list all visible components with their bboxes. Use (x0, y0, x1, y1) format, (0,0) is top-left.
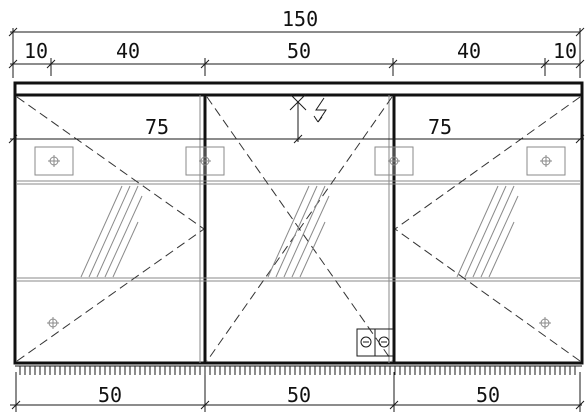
bottom-light-strip (15, 365, 582, 375)
electrical-bolt-icon (313, 97, 327, 123)
mount-marker-left (47, 317, 59, 329)
dimension-label-total: 150 (282, 7, 318, 31)
mirror-hatch-middle (267, 185, 330, 278)
mirror-hatch-right (456, 185, 519, 278)
dimension-label-seg-2: 40 (116, 39, 140, 63)
dimension-bottom-segments: 50 50 50 (10, 372, 585, 412)
dimension-label-seg-4: 40 (457, 39, 481, 63)
cabinet-body (13, 81, 584, 365)
dimension-top-segments: 10 40 50 40 10 (8, 39, 585, 76)
dimension-label-seg-3: 50 (287, 39, 311, 63)
door-swing-lines (16, 96, 581, 362)
outlet-box-left-hinge (185, 146, 225, 176)
outlet-box-right (526, 146, 566, 176)
dimension-inner: 75 75 (8, 115, 585, 144)
dimension-label-bottom-1: 50 (98, 383, 122, 407)
outlet-box-right-hinge (374, 146, 414, 176)
double-socket-icon (356, 328, 394, 357)
mount-marker-right (539, 317, 551, 329)
dimension-label-inner-right: 75 (428, 115, 452, 139)
dimension-label-inner-left: 75 (145, 115, 169, 139)
dimension-label-seg-1: 10 (24, 39, 48, 63)
mirror-hatch-left (80, 185, 143, 278)
dimension-label-bottom-3: 50 (476, 383, 500, 407)
outlet-box-left (34, 146, 74, 176)
dimension-label-seg-5: 10 (553, 39, 577, 63)
dimension-label-bottom-2: 50 (287, 383, 311, 407)
dimension-total-top: 150 (8, 7, 585, 78)
light-fixture-symbol (289, 93, 307, 142)
